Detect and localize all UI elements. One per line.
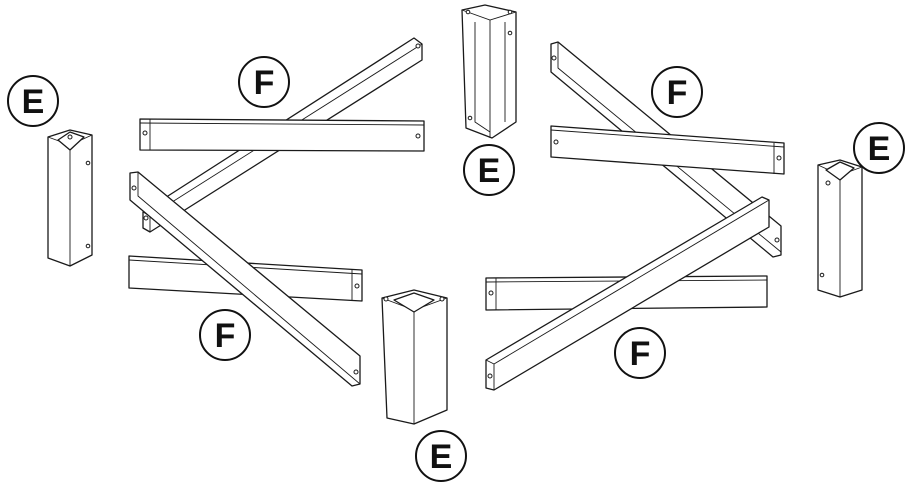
label-e-right: E bbox=[853, 122, 905, 174]
label-e-top-center-text: E bbox=[478, 152, 501, 190]
rail-left-horizontal-top bbox=[139, 118, 425, 152]
label-f-bottom-right: F bbox=[614, 327, 666, 379]
rail-right-diagonal-up bbox=[485, 196, 770, 391]
label-f-top-right-text: F bbox=[667, 74, 688, 112]
label-f-top-right: F bbox=[651, 66, 703, 118]
label-e-left-text: E bbox=[22, 83, 45, 121]
label-f-bottom-left: F bbox=[199, 309, 251, 361]
label-f-bottom-left-text: F bbox=[215, 317, 236, 355]
label-e-top-center: E bbox=[463, 144, 515, 196]
label-f-top-left-text: F bbox=[254, 64, 275, 102]
label-f-top-left: F bbox=[238, 56, 290, 108]
rail-right-horizontal-top bbox=[550, 125, 785, 175]
label-e-left: E bbox=[7, 75, 59, 127]
leg-right bbox=[817, 159, 863, 298]
leg-bottom-center bbox=[381, 289, 448, 425]
leg-top-center bbox=[461, 4, 517, 139]
label-f-bottom-right-text: F bbox=[630, 335, 651, 373]
rail-left-diagonal-down bbox=[129, 171, 361, 387]
label-e-bottom-center: E bbox=[415, 430, 467, 482]
label-e-bottom-center-text: E bbox=[430, 438, 453, 476]
label-e-right-text: E bbox=[868, 130, 891, 168]
leg-left bbox=[47, 129, 93, 267]
